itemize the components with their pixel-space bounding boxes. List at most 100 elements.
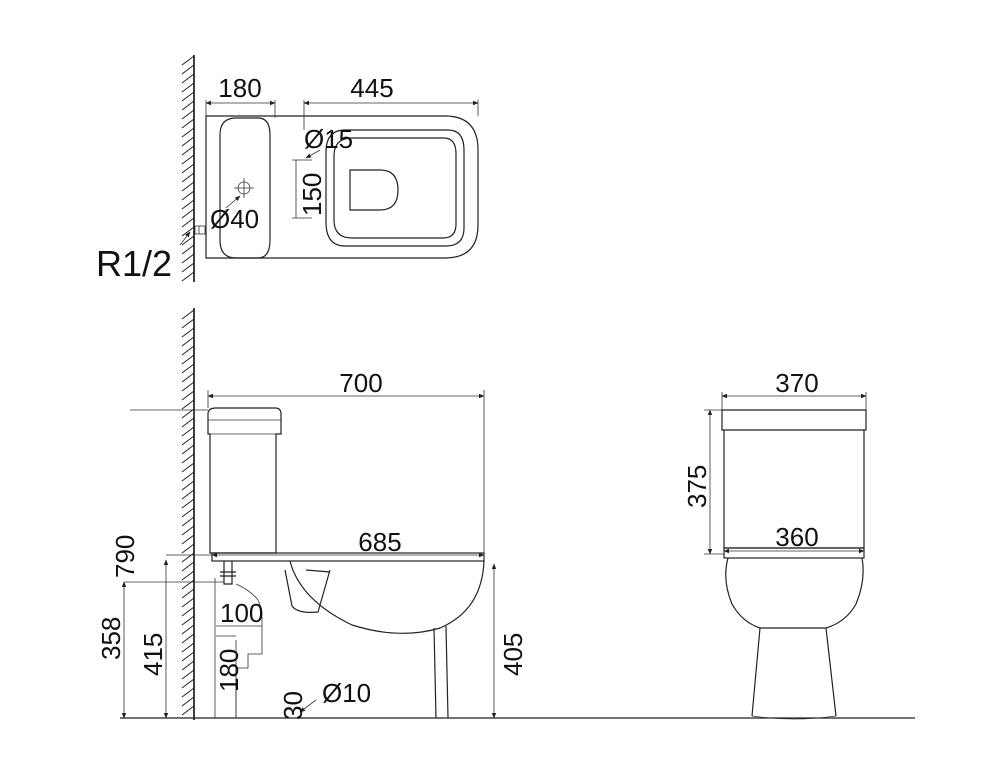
wall-hatch-line	[181, 154, 195, 165]
wall-hatch-line	[181, 705, 195, 716]
wall-hatch-line	[181, 534, 195, 545]
wall-hatch-line	[181, 651, 195, 662]
wall-hatch-line	[181, 687, 195, 698]
wall-hatch-line	[181, 579, 195, 590]
wall-hatch-line	[181, 91, 195, 102]
wall-hatch-line	[181, 190, 195, 201]
dim-pipe-diameter: Ø10	[322, 678, 371, 708]
wall-hatch-line	[181, 516, 195, 527]
dim-top-bowl-length: 445	[350, 73, 393, 103]
wall-hatch-line	[181, 642, 195, 653]
front-view-pedestal	[751, 627, 837, 717]
wall-hatch-line	[181, 498, 195, 509]
side-view-tank	[207, 407, 282, 554]
wall-hatch-line	[181, 118, 195, 129]
wall-hatch-line	[181, 354, 195, 365]
wall-hatch-line	[181, 480, 195, 491]
wall-hatch-line	[181, 471, 195, 482]
wall-hatch-line	[181, 462, 195, 473]
wall-hatch-line	[181, 253, 195, 264]
wall-hatch-line	[181, 226, 195, 237]
dim-outlet-offset: 100	[220, 598, 263, 628]
dim-tank-width: 370	[775, 368, 818, 398]
wall-hatch-line	[181, 570, 195, 581]
supply-valve-icon	[194, 225, 206, 235]
wall-hatch-line	[181, 73, 195, 84]
wall-hatch-line	[181, 109, 195, 120]
dim-side-bowl-length: 685	[358, 527, 401, 557]
wall-hatch-line	[181, 696, 195, 707]
wall-side-view	[181, 308, 195, 720]
wall-hatch-line	[181, 588, 195, 599]
wall-hatch-line	[181, 55, 195, 66]
wall-hatch-line	[181, 444, 195, 455]
dim-floor-offset: 180	[214, 649, 244, 692]
wall-hatch-line	[181, 399, 195, 410]
wall-hatch-line	[181, 64, 195, 75]
dim-pipe-height: 30	[278, 691, 308, 720]
top-view-drain	[349, 169, 399, 211]
dim-outlet-diameter: Ø40	[210, 204, 259, 234]
top-view-tank	[219, 117, 271, 259]
top-view-bowl-inner	[333, 137, 457, 239]
wall-hatch-line	[181, 82, 195, 93]
top-view-outline	[205, 115, 479, 259]
wall-hatch-line	[181, 336, 195, 347]
side-view-bowl	[289, 560, 485, 634]
wall-hatch-line	[181, 208, 195, 219]
wall-hatch-line	[181, 561, 195, 572]
dim-outlet-height: 358	[96, 617, 126, 660]
wall-hatch-line	[181, 199, 195, 210]
wall-hatch-line	[181, 145, 195, 156]
dim-bowl-height: 405	[498, 633, 528, 676]
wall-hatch-line	[181, 172, 195, 183]
top-view-bowl-rim	[325, 129, 465, 247]
wall-hatch-line	[181, 372, 195, 383]
wall-hatch-line	[181, 489, 195, 500]
wall-hatch-line	[181, 363, 195, 374]
wall-hatch-line	[181, 678, 195, 689]
wall-hatch-line	[181, 426, 195, 437]
wall-hatch-line	[181, 100, 195, 111]
wall-hatch-line	[181, 453, 195, 464]
wall-hatch-line	[181, 244, 195, 255]
wall-hatch-line	[181, 669, 195, 680]
dim-inlet-diameter: Ø15	[304, 124, 353, 154]
wall-hatch-line	[181, 217, 195, 228]
wall-hatch-line	[181, 615, 195, 626]
front-view-tank	[721, 409, 867, 431]
wall-hatch-line	[181, 235, 195, 246]
outlet-crosshair-icon	[234, 178, 254, 198]
dim-total-length: 700	[339, 368, 382, 398]
wall-hatch-line	[181, 327, 195, 338]
wall-hatch-line	[181, 660, 195, 671]
wall-hatch-line	[181, 543, 195, 554]
wall-hatch-line	[181, 624, 195, 635]
wall-hatch-line	[181, 163, 195, 174]
wall-hatch-line	[181, 390, 195, 401]
dim-bowl-width: 360	[775, 522, 818, 552]
wall-hatch-line	[181, 181, 195, 192]
wall-hatch-line	[181, 127, 195, 138]
wall-hatch-line	[181, 435, 195, 446]
wall-hatch-line	[181, 381, 195, 392]
wall-hatch-line	[181, 525, 195, 536]
wall-hatch-line	[181, 345, 195, 356]
wall-hatch-line	[181, 633, 195, 644]
wall-hatch-line	[181, 271, 195, 282]
side-view-seat	[211, 552, 485, 562]
wall-hatch-line	[181, 597, 195, 608]
front-view: 370 375 360	[682, 368, 867, 720]
wall-top-view	[181, 55, 195, 282]
top-view: 180 445 Ø15 150 Ø40 R1/2	[96, 73, 479, 284]
wall-hatch-line	[181, 309, 195, 320]
dim-inlet-offset: 150	[297, 173, 327, 216]
dim-total-height: 790	[110, 535, 140, 578]
wall-hatch-line	[181, 606, 195, 617]
dim-supply-thread: R1/2	[96, 243, 172, 284]
wall-hatch-line	[181, 417, 195, 428]
wall-hatch-line	[181, 552, 195, 563]
dim-tank-height: 375	[682, 465, 712, 508]
side-view: 700 685 790 358 415 405 100 180 30 Ø10	[96, 368, 915, 720]
